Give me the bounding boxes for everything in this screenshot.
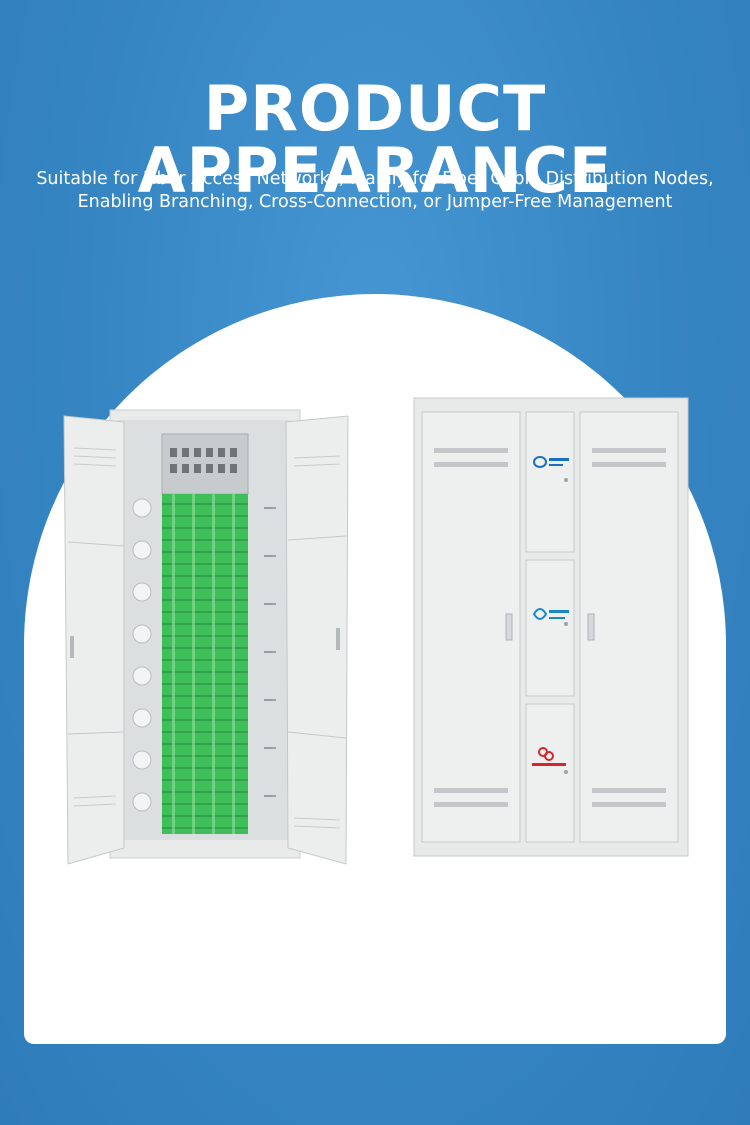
open-fiber-distribution-cabinet xyxy=(58,408,354,866)
china-unicom-logo xyxy=(532,747,566,766)
closed-fiber-distribution-cabinet xyxy=(412,396,690,860)
page-subtitle: Suitable for Fiber Access Networks, Main… xyxy=(0,168,750,214)
subtitle-line-1: Suitable for Fiber Access Networks, Main… xyxy=(36,169,714,189)
subtitle-line-2: Enabling Branching, Cross-Connection, or… xyxy=(77,192,673,212)
china-mobile-logo xyxy=(532,608,569,620)
page-title: PRODUCT APPEARANCE xyxy=(137,72,613,207)
china-telecom-logo xyxy=(533,456,569,468)
